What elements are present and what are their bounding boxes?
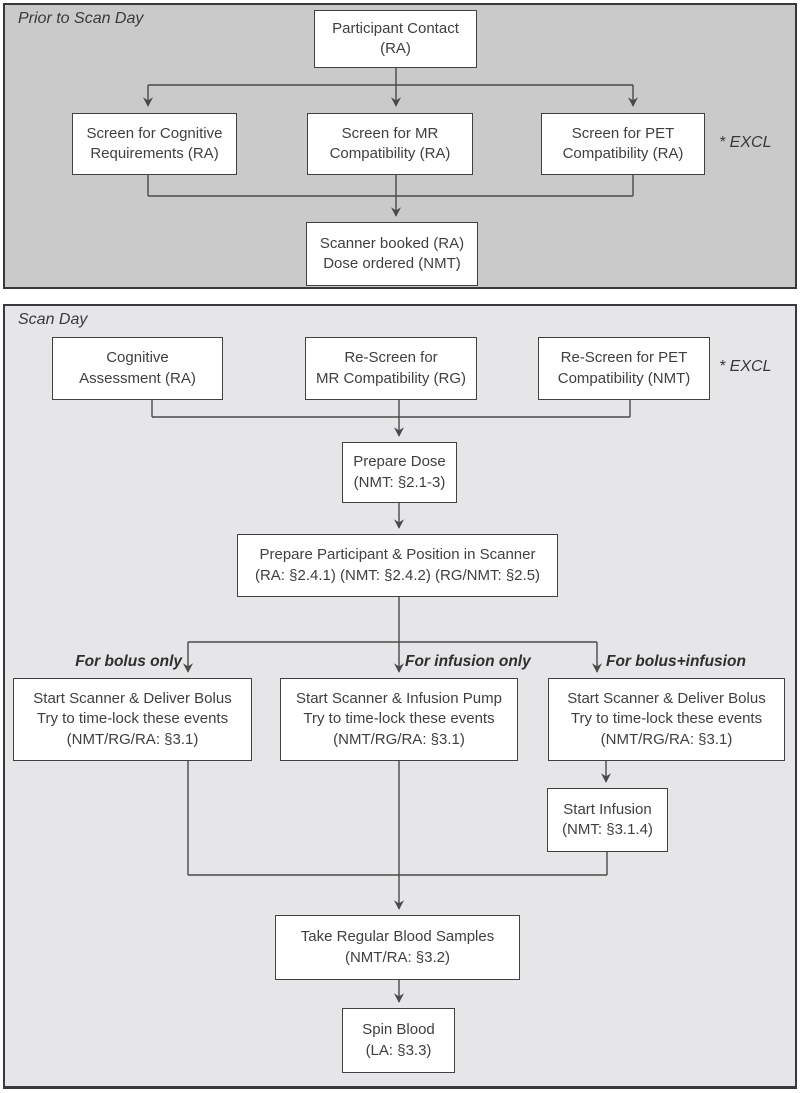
node-screen-mr-compatibility: Screen for MR Compatibility (RA) bbox=[307, 113, 473, 175]
node-text: (NMT/RG/RA: §3.1) bbox=[333, 730, 465, 748]
node-text: Screen for Cognitive bbox=[86, 124, 223, 142]
node-text: Requirements (RA) bbox=[90, 145, 219, 162]
node-start-scanner-deliver-bolus-infusion: Start Scanner & Deliver Bolus Try to tim… bbox=[548, 678, 785, 761]
node-start-infusion: Start Infusion (NMT: §3.1.4) bbox=[547, 788, 668, 852]
node-text: Assessment (RA) bbox=[79, 369, 196, 387]
node-start-scanner-deliver-bolus: Start Scanner & Deliver Bolus Try to tim… bbox=[13, 678, 252, 761]
node-text: (NMT/RG/RA: §3.1) bbox=[600, 730, 733, 748]
node-text: Cognitive bbox=[106, 349, 169, 366]
node-text: Prepare Participant & Position in Scanne… bbox=[259, 546, 536, 563]
node-text: (LA: §3.3) bbox=[365, 1041, 432, 1059]
node-text: Participant Contact bbox=[332, 19, 459, 37]
excl-note-scan: * EXCL bbox=[719, 358, 772, 375]
node-participant-contact: Participant Contact (RA) bbox=[314, 10, 477, 68]
node-text: (RA) bbox=[380, 40, 411, 57]
node-text: Start Scanner & Infusion Pump bbox=[296, 689, 502, 707]
section-label-scan-day: Scan Day bbox=[18, 311, 88, 328]
node-text: Compatibility (RA) bbox=[562, 145, 684, 162]
node-text: (RA: §2.4.1) (NMT: §2.4.2) (RG/NMT: §2.5… bbox=[254, 566, 541, 584]
node-text: Start Scanner & Deliver Bolus bbox=[567, 689, 766, 707]
node-text: Prepare Dose bbox=[353, 453, 446, 470]
node-text: Screen for PET bbox=[571, 124, 675, 142]
node-text: MR Compatibility (RG) bbox=[315, 369, 466, 387]
node-spin-blood: Spin Blood (LA: §3.3) bbox=[342, 1008, 455, 1073]
scan-merge-top-connector bbox=[151, 400, 631, 437]
node-text: (NMT: §3.1.4) bbox=[562, 821, 653, 838]
node-text: Try to time-lock these events bbox=[303, 710, 495, 728]
node-prepare-dose: Prepare Dose (NMT: §2.1-3) bbox=[342, 442, 457, 503]
node-text: Take Regular Blood Samples bbox=[300, 928, 495, 945]
node-scanner-booked-dose-ordered: Scanner booked (RA) Dose ordered (NMT) bbox=[306, 222, 478, 286]
node-start-scanner-infusion-pump: Start Scanner & Infusion Pump Try to tim… bbox=[280, 678, 518, 761]
node-text: Compatibility (RA) bbox=[329, 145, 451, 162]
node-take-regular-blood-samples: Take Regular Blood Samples (NMT/RA: §3.2… bbox=[275, 915, 520, 980]
prior-merge-connector bbox=[147, 175, 634, 217]
node-rescreen-mr-compatibility: Re-Screen for MR Compatibility (RG) bbox=[305, 337, 477, 400]
node-text: (NMT/RG/RA: §3.1) bbox=[66, 730, 199, 748]
node-prepare-participant-position: Prepare Participant & Position in Scanne… bbox=[237, 534, 558, 597]
node-screen-pet-compatibility: Screen for PET Compatibility (RA) bbox=[541, 113, 705, 175]
node-text: Screen for MR bbox=[341, 124, 439, 142]
node-screen-cognitive-requirements: Screen for Cognitive Requirements (RA) bbox=[72, 113, 237, 175]
branch-label-bolus-plus-infusion: For bolus+infusion bbox=[606, 653, 746, 670]
node-text: Compatibility (NMT) bbox=[557, 369, 691, 387]
bottom-merge-connector bbox=[187, 761, 608, 910]
node-cognitive-assessment: Cognitive Assessment (RA) bbox=[52, 337, 223, 400]
node-text: Dose ordered (NMT) bbox=[323, 255, 461, 272]
node-text: Start Infusion bbox=[563, 800, 652, 818]
node-text: Try to time-lock these events bbox=[570, 710, 763, 728]
branch-label-bolus-only: For bolus only bbox=[75, 653, 182, 670]
node-text: Spin Blood bbox=[362, 1021, 435, 1038]
branch-label-infusion-only: For infusion only bbox=[405, 653, 531, 670]
node-text: Re-Screen for PET bbox=[560, 349, 688, 366]
branch-split-connector bbox=[182, 597, 603, 673]
node-text: (NMT: §2.1-3) bbox=[353, 473, 446, 491]
excl-note-prior: * EXCL bbox=[719, 134, 772, 151]
node-text: Start Scanner & Deliver Bolus bbox=[33, 689, 232, 707]
node-text: Scanner booked (RA) bbox=[319, 234, 465, 252]
node-text: Try to time-lock these events bbox=[36, 710, 229, 728]
section-label-prior-to-scan-day: Prior to Scan Day bbox=[18, 10, 144, 27]
node-text: Re-Screen for bbox=[344, 349, 438, 366]
node-text: (NMT/RA: §3.2) bbox=[344, 948, 450, 966]
node-rescreen-pet-compatibility: Re-Screen for PET Compatibility (NMT) bbox=[538, 337, 710, 400]
prior-fanout-connector bbox=[142, 68, 639, 107]
